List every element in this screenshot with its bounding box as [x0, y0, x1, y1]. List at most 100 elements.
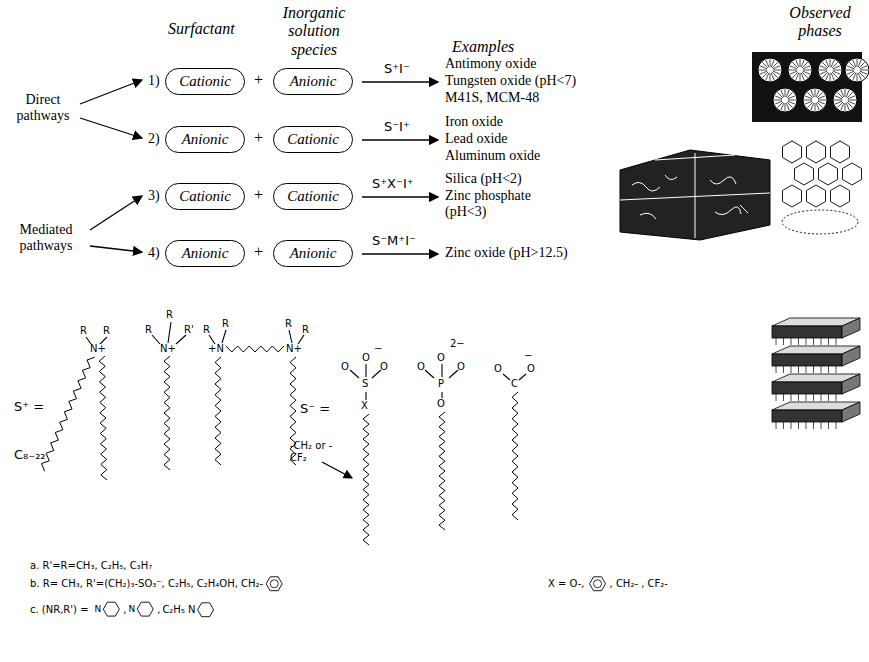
alkyl-chain — [512, 392, 518, 520]
reaction-arrow — [362, 139, 438, 140]
atom-label: O — [341, 361, 349, 373]
alkyl-chains — [42, 346, 519, 545]
micelle-tail — [770, 59, 771, 67]
micelle-tail — [835, 101, 842, 104]
layer-tail — [776, 366, 777, 373]
layer-side — [842, 318, 860, 338]
reaction-arrow — [362, 196, 438, 197]
micelle — [773, 88, 797, 112]
species-name: Cationic — [287, 188, 339, 205]
benzene-ring — [594, 580, 602, 588]
pathway-label: Direct pathways — [6, 92, 80, 124]
footnote: b. R= CH₃, R'=(CH₂)₃-SO₃⁻, C₂H₅, C₂H₄OH,… — [30, 578, 263, 590]
row-number: 1) — [148, 73, 160, 89]
micelle-tail — [815, 89, 816, 97]
layer-tail — [783, 366, 784, 373]
atom-label: R' — [184, 324, 194, 336]
interaction-label: S⁻M⁺I⁻ — [372, 234, 416, 249]
column-heading: Examples — [452, 38, 514, 56]
pathway-arrow — [80, 118, 142, 138]
micelle-tail — [846, 70, 854, 71]
amine-ring — [137, 602, 153, 616]
atom-label: 2− — [450, 338, 465, 350]
cage-base — [782, 210, 858, 234]
layer-front — [772, 326, 842, 338]
micelle-tail — [788, 100, 796, 101]
species-oval: Cationic — [273, 183, 353, 210]
species-name: Cationic — [179, 73, 231, 90]
pathway-label: Mediated pathways — [6, 222, 86, 254]
micelle-tail — [770, 73, 771, 81]
layer-tail — [798, 422, 799, 429]
column-heading: Inorganic solution species — [266, 4, 362, 59]
micelle-tail — [834, 100, 842, 101]
species-oval: Anionic — [165, 126, 245, 153]
layer-tail — [813, 338, 814, 345]
alkyl-chain — [215, 357, 221, 465]
atom-label: − — [524, 350, 532, 362]
layer-tail — [776, 338, 777, 345]
benzene-ring — [270, 580, 278, 588]
alkyl-chain — [164, 356, 170, 470]
micelle-tail — [811, 90, 814, 97]
formula-label: C₈₋₂₂ — [14, 448, 46, 463]
phase-ground — [752, 52, 862, 122]
micelle-tail — [800, 73, 801, 81]
atom-label: N — [95, 604, 102, 614]
layer-front — [772, 354, 842, 366]
layer-tail — [813, 422, 814, 429]
micelle-tail — [860, 66, 867, 69]
micelle-tail — [826, 60, 829, 67]
layer-tail — [813, 394, 814, 401]
plus-sign: + — [254, 186, 263, 204]
amine-ring — [103, 602, 119, 616]
layer-tail — [828, 394, 829, 401]
atom-label: R — [80, 325, 87, 337]
species-name: Anionic — [182, 131, 229, 148]
example-text: Zinc oxide (pH>12.5) — [445, 245, 568, 261]
micelle-tail — [830, 59, 831, 67]
plus-sign: + — [254, 129, 263, 147]
micelle-tail — [830, 73, 831, 81]
example-text: Iron oxide — [445, 114, 503, 130]
atom-label: C — [511, 378, 518, 390]
micelle-tail — [803, 66, 810, 69]
micelle — [803, 88, 827, 112]
layer-tail — [783, 394, 784, 401]
layer-tail — [798, 394, 799, 401]
layer-tail — [828, 338, 829, 345]
cage-cell — [831, 141, 850, 163]
species-name: Anionic — [182, 245, 229, 262]
cage-cell — [843, 163, 862, 185]
layer-tail — [828, 422, 829, 429]
species-oval: Cationic — [165, 183, 245, 210]
micelle-tail — [774, 100, 782, 101]
layer-tail — [836, 366, 837, 373]
species-oval: Cationic — [165, 68, 245, 95]
pathway-arrow — [90, 196, 142, 230]
micelle-tail — [841, 90, 844, 97]
micelle-tail — [818, 96, 825, 99]
footnote: X = O-, — [548, 578, 585, 590]
micelle-tail — [805, 101, 812, 104]
layer-tail — [791, 394, 792, 401]
micelle-tail — [846, 103, 849, 110]
interaction-label: S⁺I⁻ — [384, 62, 410, 77]
micelle-tail — [796, 60, 799, 67]
amine-ring — [198, 603, 214, 617]
footnote: C₂H₅ N — [162, 604, 195, 616]
layer-tail — [821, 338, 822, 345]
atom-label: O — [437, 398, 445, 410]
micelle-tail — [775, 101, 782, 104]
micelle-tail — [781, 90, 784, 97]
atom-label: − — [374, 343, 382, 355]
atom-label: N+ — [286, 343, 302, 355]
atom-label: R — [285, 318, 292, 330]
interaction-label: S⁻I⁺ — [384, 120, 410, 135]
layer-tail — [798, 338, 799, 345]
atom-label: R — [222, 318, 229, 330]
micelle-tail — [848, 96, 855, 99]
interaction-label: S⁺X⁻I⁺ — [372, 177, 414, 192]
alkyl-chain — [439, 412, 445, 530]
micelle-tail — [785, 103, 786, 111]
